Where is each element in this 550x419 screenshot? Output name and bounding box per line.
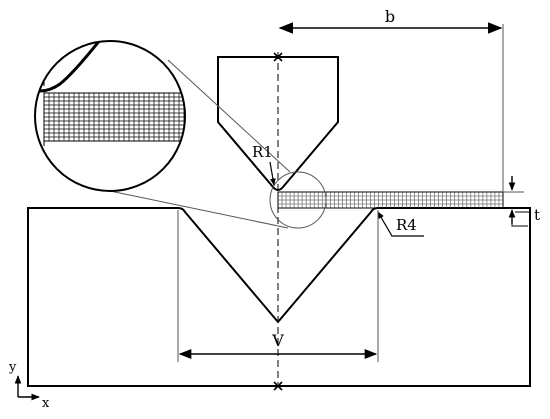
coordinate-axes: y x — [8, 360, 50, 411]
radius-r4: R4 — [377, 211, 424, 237]
detail-connector-bottom — [109, 190, 289, 229]
zoom-punch-tip — [39, 41, 102, 93]
zoom-mesh — [44, 93, 185, 141]
dimension-b: b — [278, 7, 504, 192]
zoom-detail — [34, 40, 186, 192]
label-v: V — [271, 331, 284, 350]
zoom-circle — [34, 40, 186, 192]
center-marker-top — [273, 52, 283, 62]
center-marker-bottom — [273, 381, 283, 391]
label-t: t — [534, 206, 540, 224]
dimension-t: t — [503, 176, 540, 227]
sheet-mesh — [278, 192, 503, 208]
axis-label-y: y — [8, 360, 17, 375]
label-b: b — [385, 7, 395, 26]
label-r1: R1 — [252, 143, 273, 161]
detail-connector-top — [167, 59, 291, 173]
label-r4: R4 — [396, 216, 417, 234]
dimension-v: V — [177, 210, 379, 362]
axis-label-x: x — [42, 396, 50, 411]
radius-r1: R1 — [252, 143, 276, 186]
die-outline — [27, 207, 531, 387]
detail-circle-small — [269, 171, 327, 229]
sheet-blank — [277, 191, 504, 209]
